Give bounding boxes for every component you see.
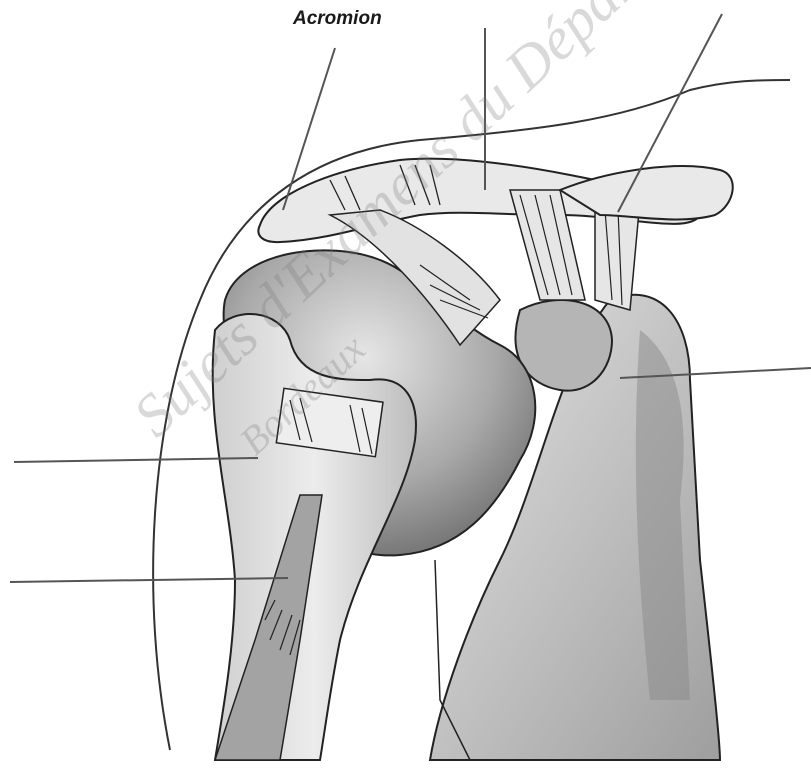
blank-label-box: [18, 48, 244, 136]
label-acromion: Acromion: [293, 8, 382, 30]
